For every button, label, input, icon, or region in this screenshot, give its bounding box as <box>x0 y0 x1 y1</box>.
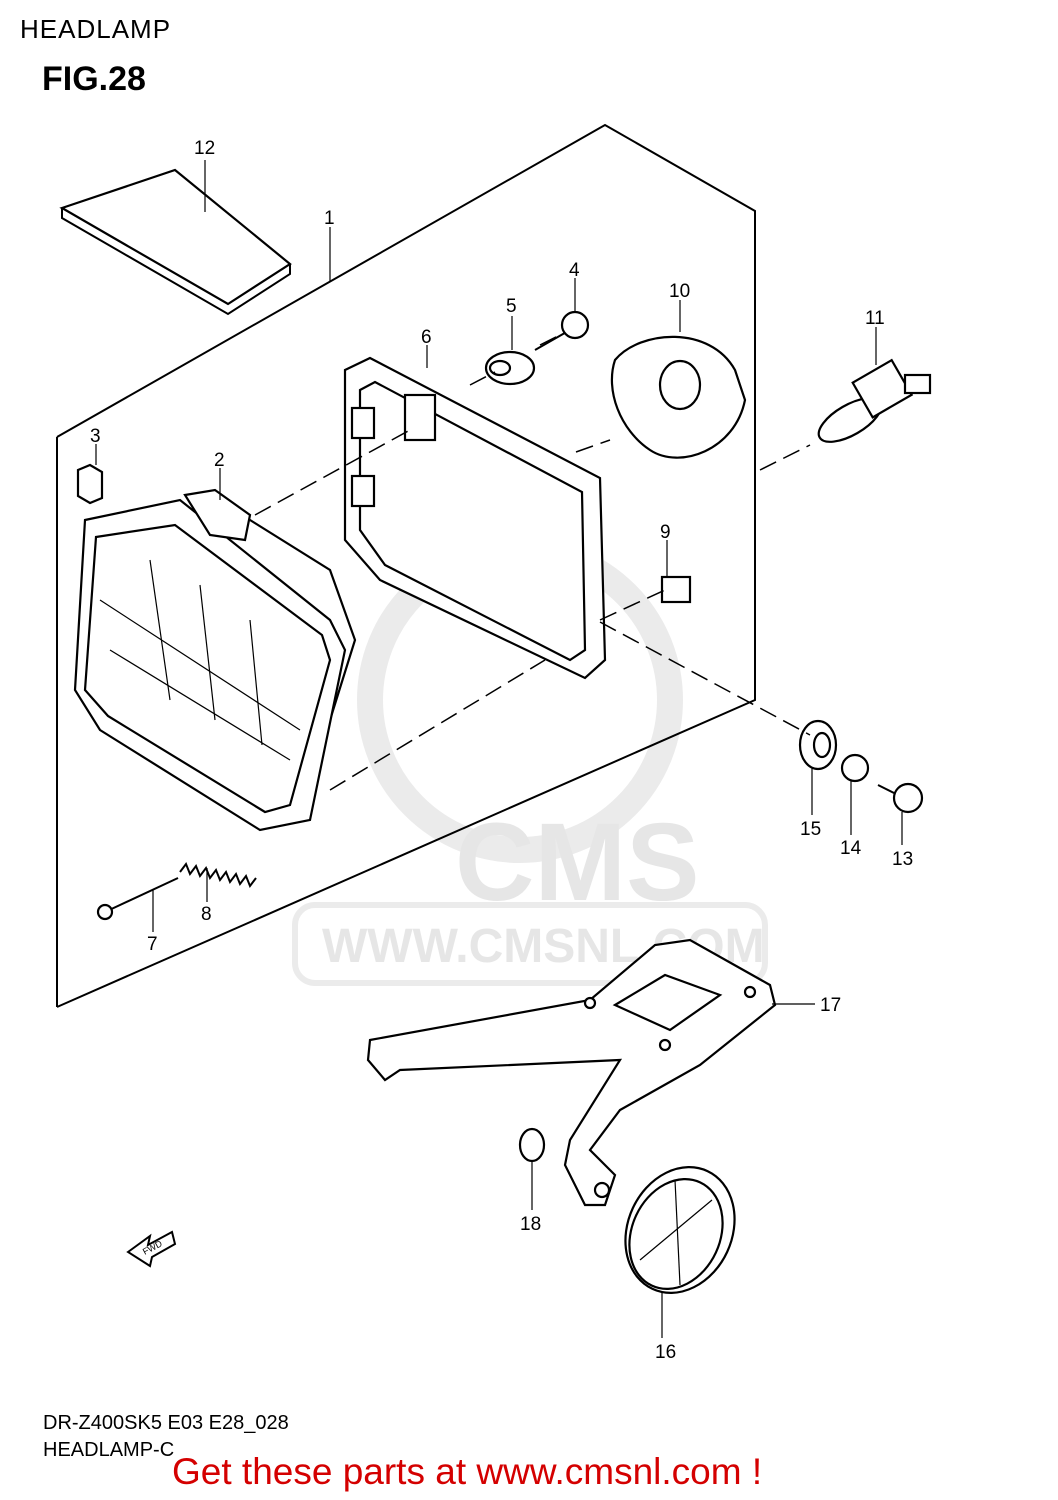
grommet-part-5 <box>484 350 536 386</box>
callout-15: 15 <box>800 819 821 840</box>
callout-7: 7 <box>147 934 158 955</box>
screw-part-7 <box>96 877 179 921</box>
leader-lines <box>95 160 903 1338</box>
clip-part-9 <box>660 575 692 604</box>
callout-11: 11 <box>865 308 885 329</box>
callout-14: 14 <box>840 838 862 859</box>
callout-5: 5 <box>506 296 517 317</box>
headlamp-unit-part-2 <box>73 488 357 832</box>
watermark: CMS WWW.CMSNL.COM <box>292 537 768 986</box>
grommet-part-15 <box>798 719 838 771</box>
callout-4: 4 <box>569 260 580 281</box>
spring-part-8 <box>179 861 257 889</box>
bolt-part-13 <box>877 782 924 814</box>
callout-18: 18 <box>520 1214 541 1235</box>
fwd-arrow-icon: FWD <box>126 1230 177 1268</box>
bolt-part-4 <box>534 310 590 351</box>
callout-3: 3 <box>90 426 101 447</box>
callout-12: 12 <box>194 138 215 159</box>
figure-label: FIG.28 <box>42 60 146 98</box>
callout-13: 13 <box>892 849 913 870</box>
callout-16: 16 <box>655 1342 676 1363</box>
callout-1: 1 <box>324 208 335 229</box>
callout-6: 6 <box>421 327 432 348</box>
socket-cover-part-10 <box>610 335 747 459</box>
model-code: DR-Z400SK5 E03 E28_028 <box>43 1412 289 1434</box>
assembly-outline <box>56 123 756 1008</box>
bulb-part-11 <box>817 358 932 443</box>
callout-10: 10 <box>669 281 690 302</box>
diagram-name: HEADLAMP-C <box>43 1439 175 1461</box>
callout-2: 2 <box>214 450 225 471</box>
reflector-part-16 <box>624 1166 736 1294</box>
frame-part-6 <box>343 356 607 680</box>
alignment-lines <box>254 334 811 791</box>
label-sticker-part-12 <box>59 168 292 316</box>
callout-8: 8 <box>201 904 212 925</box>
nut-part-3 <box>76 463 104 505</box>
callout-17: 17 <box>820 995 841 1016</box>
bracket-part-17 <box>366 938 777 1207</box>
collar-part-14 <box>840 753 870 783</box>
callouts: 12 1 4 5 10 11 6 3 2 9 15 14 13 8 7 17 1… <box>90 138 913 1363</box>
callout-9: 9 <box>660 522 671 543</box>
nut-part-18 <box>518 1127 546 1163</box>
page-title: HEADLAMP <box>20 14 172 44</box>
promo-link[interactable]: Get these parts at www.cmsnl.com ! <box>172 1451 763 1492</box>
